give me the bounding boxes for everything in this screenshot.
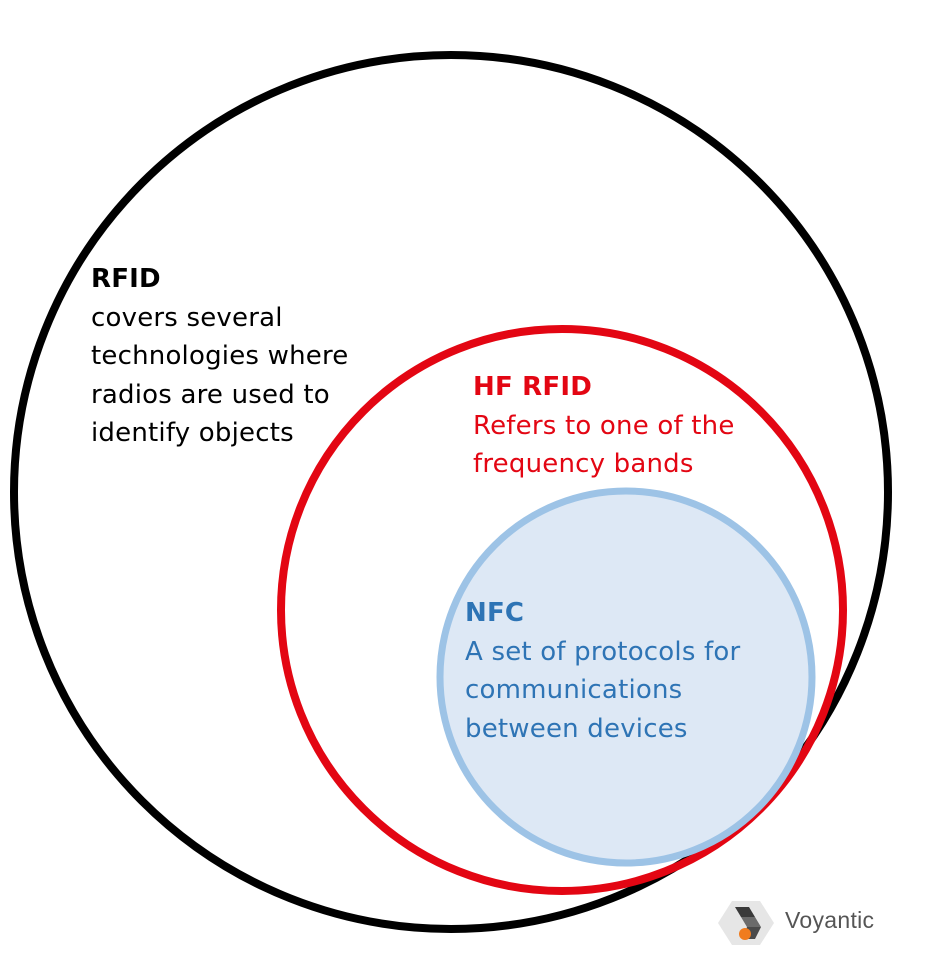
nfc-line: A set of protocols for	[465, 636, 741, 667]
nfc-line: between devices	[465, 713, 688, 744]
nfc-description: NFC A set of protocols for communication…	[465, 594, 740, 748]
rfid-title: RFID	[91, 264, 161, 294]
rfid-circle	[10, 51, 892, 933]
hf-rfid-description: HF RFID Refers to one of the frequency b…	[473, 368, 735, 484]
hf-rfid-circle	[277, 325, 847, 895]
hf-rfid-line: Refers to one of the	[473, 410, 735, 441]
rfid-description: RFID covers several technologies where r…	[91, 260, 348, 453]
rfid-line: technologies where	[91, 341, 349, 371]
nfc-line: communications	[465, 675, 683, 705]
nfc-title: NFC	[465, 598, 525, 628]
hf-rfid-title: HF RFID	[473, 372, 593, 402]
logo-brand-name: Voyantic	[785, 907, 875, 933]
voyantic-logo: Voyantic	[716, 897, 906, 949]
hf-rfid-line: frequency bands	[473, 449, 694, 479]
voyantic-logo-icon	[718, 901, 774, 945]
rfid-line: radios are used to	[91, 379, 330, 410]
rfid-line: identify objects	[91, 418, 294, 448]
nfc-circle	[436, 487, 816, 867]
rfid-line: covers several	[91, 302, 283, 333]
